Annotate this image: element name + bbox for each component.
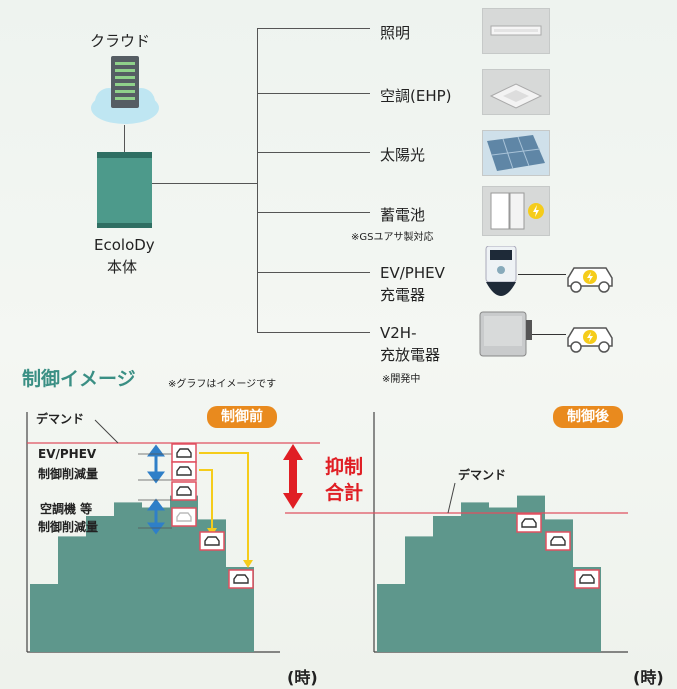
device-label-v2h: V2H- (380, 324, 417, 342)
car-icon-after-3 (574, 569, 600, 589)
ecolody-unit (97, 152, 152, 228)
device-label-ev: EV/PHEV (380, 264, 445, 282)
before-bar-4 (114, 502, 142, 652)
device-label-solar: 太陽光 (380, 146, 426, 164)
after-bar-1 (377, 584, 405, 652)
ac-reduction-label-1: 空調機 等 (40, 502, 93, 516)
section-title: 制御イメージ (22, 368, 136, 390)
shift-arrows (199, 452, 249, 562)
before-x-unit: (時) (287, 668, 318, 687)
car-icon-before-5 (228, 569, 254, 589)
ceiling-light-icon (482, 8, 550, 54)
suppress-label-1: 抑制 (325, 456, 364, 478)
suppress-label-2: 合計 (325, 482, 364, 504)
car-icon-before-4 (199, 531, 225, 551)
before-badge: 制御前 (207, 406, 277, 428)
ev-reduction-label-2: 制御削減量 (38, 467, 99, 481)
battery-cabinet-icon (482, 186, 550, 236)
device-label-aircon: 空調(EHP) (380, 87, 452, 105)
after-bar-3 (433, 516, 461, 652)
before-bar-3 (86, 516, 114, 652)
after-x-unit: (時) (633, 668, 664, 687)
car-icon-before-2 (171, 461, 197, 481)
suppress-arrow (283, 444, 303, 509)
after-bar-4 (461, 502, 489, 652)
aircon-icon-before (171, 507, 197, 527)
section-note: ※グラフはイメージです (168, 379, 277, 390)
cloud-label: クラウド (90, 32, 151, 50)
device-label-lighting: 照明 (380, 24, 411, 42)
ev-car-icon (567, 267, 613, 293)
car-icon-after-2 (545, 531, 571, 551)
device-note-battery: ※GSユアサ製対応 (351, 232, 434, 243)
solar-panel-icon (482, 130, 550, 176)
v2h-car-icon (567, 327, 613, 353)
car-icon-before-3 (171, 481, 197, 501)
before-after-charts (26, 412, 628, 653)
after-badge: 制御後 (553, 406, 623, 428)
device-label-v2h-2: 充放電器 (380, 346, 441, 364)
device-label-ev-2: 充電器 (380, 286, 426, 304)
cloud-server-icon (91, 56, 159, 124)
ac-reduction-label-2: 制御削減量 (38, 520, 99, 534)
before-bar-2 (58, 536, 86, 652)
ev-reduction-label-1: EV/PHEV (38, 447, 97, 461)
after-bar-5 (489, 507, 517, 652)
device-note-v2h: ※開発中 (382, 374, 421, 385)
after-bars (377, 495, 601, 652)
after-bar-2 (405, 536, 433, 652)
ecolody-label-sub: 本体 (107, 258, 138, 276)
after-demand-label: デマンド (458, 468, 507, 482)
before-demand-label: デマンド (36, 412, 85, 426)
v2h-unit-icon (478, 308, 534, 358)
car-icon-before-1 (171, 443, 197, 463)
ecolody-label: EcoloDy (94, 236, 155, 254)
before-bar-1 (30, 584, 58, 652)
car-icon-after-1 (516, 513, 542, 533)
device-label-battery: 蓄電池 (380, 206, 426, 224)
ev-charger-icon (484, 245, 518, 304)
cassette-aircon-icon (482, 69, 550, 115)
ev-reduction-arrow (147, 444, 165, 484)
